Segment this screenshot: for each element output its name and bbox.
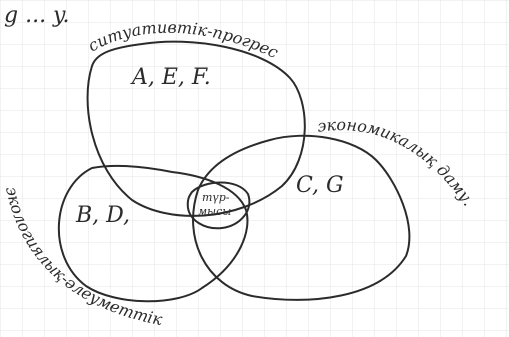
intersection-text-line1: түр- — [202, 191, 230, 204]
circle-top-letters: A, E, F. — [130, 65, 211, 90]
circle-left-letters: B, D, — [75, 203, 130, 228]
intersection-mark — [186, 181, 251, 230]
top-fragment-text: g ... y. — [4, 3, 70, 28]
circle-right-outline — [192, 134, 411, 301]
circle-top-outline — [86, 40, 306, 217]
intersection-text-line2: мысы — [198, 205, 231, 218]
circle-right-letters: C, G — [296, 173, 344, 198]
circle-left-outline — [57, 164, 249, 303]
